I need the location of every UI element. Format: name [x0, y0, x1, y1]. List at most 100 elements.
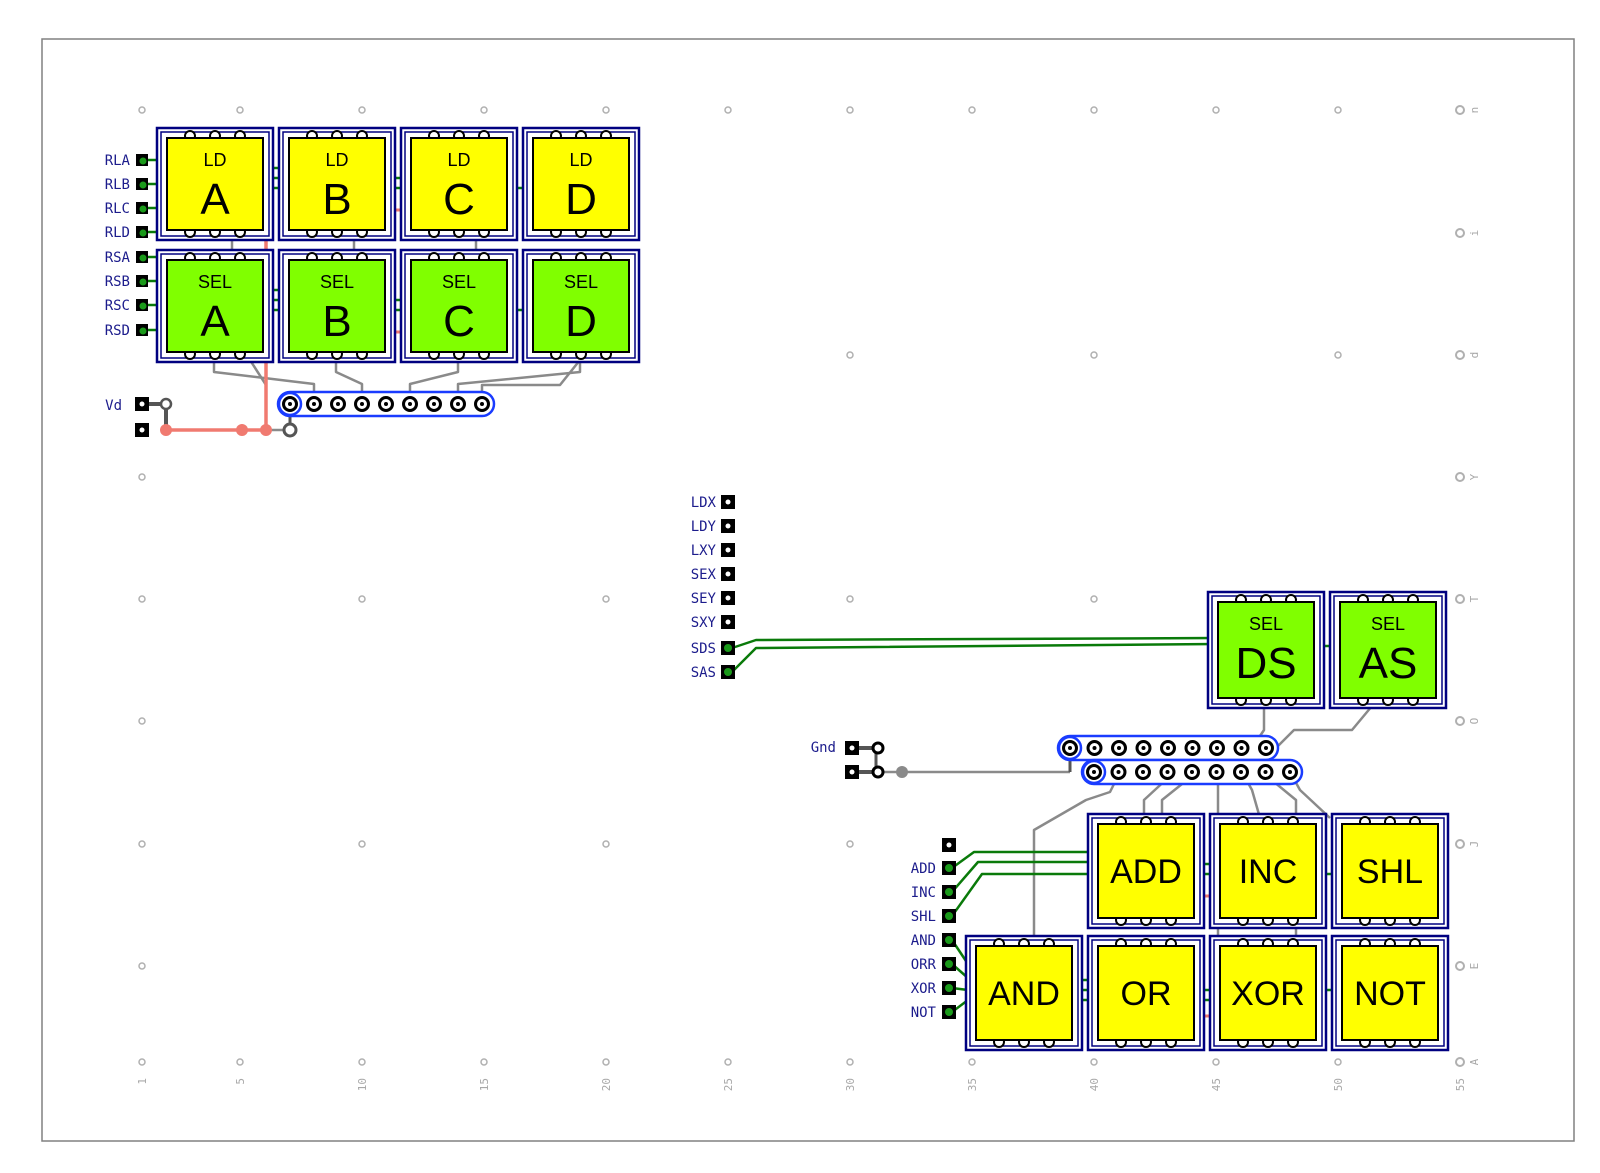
- bus-pin-center: [1116, 770, 1121, 774]
- register-output-wire: [408, 360, 460, 397]
- register-output-wire: [212, 360, 316, 397]
- row-label: i: [1468, 230, 1481, 237]
- bus-pin-center: [1068, 746, 1072, 750]
- alu-input-pad-dot: [945, 1008, 953, 1016]
- bus-pin-center: [1190, 770, 1194, 774]
- module-top-label: LD: [325, 150, 348, 170]
- module-body: [1339, 601, 1437, 699]
- bus-pin-center: [1288, 770, 1292, 774]
- input-label-rlc: RLC: [105, 201, 130, 217]
- grid-dot: [480, 106, 488, 114]
- bus-pin-center: [1141, 746, 1146, 750]
- grid-dot: [138, 962, 146, 970]
- select-output-wire: [1275, 705, 1373, 749]
- control-pad-dot: [724, 668, 732, 676]
- ground-pad-dot: [849, 769, 855, 775]
- power-pad-dot: [139, 427, 145, 433]
- input-label-rsb: RSB: [105, 274, 130, 290]
- alu-module-shl: SHL: [1330, 812, 1450, 930]
- alu-module-and: AND: [964, 934, 1084, 1052]
- module-top-label: LD: [447, 150, 470, 170]
- alu-input-label-shl: SHL: [911, 909, 936, 925]
- alu-input-wire: [951, 850, 1098, 870]
- bus-pin-center: [1117, 746, 1121, 750]
- module-body: [532, 137, 630, 231]
- grid-dot: [138, 840, 146, 848]
- control-label-sex: SEX: [691, 567, 717, 583]
- grid-dot: [358, 106, 366, 114]
- input-pad-dot: [139, 327, 147, 335]
- grid-dot: [138, 1058, 146, 1066]
- load-module-a: LDA: [155, 126, 275, 242]
- input-label-rsd: RSD: [105, 323, 130, 339]
- column-label: 10: [356, 1078, 369, 1091]
- bus-pin-center: [1239, 770, 1243, 774]
- module-top-label: LD: [203, 150, 226, 170]
- module-top-label: SEL: [1371, 614, 1405, 634]
- bus-pin-center: [1141, 770, 1145, 774]
- input-pad-dot: [139, 278, 147, 286]
- module-body: [1097, 945, 1195, 1041]
- bus-pin-center: [480, 402, 484, 406]
- grid-dot: [846, 106, 854, 114]
- grid-dot: [1334, 351, 1342, 359]
- grid-dot: [846, 351, 854, 359]
- control-label-sas: SAS: [691, 665, 716, 681]
- via: [159, 397, 173, 411]
- control-label-lxy: LXY: [691, 543, 717, 559]
- column-label: 30: [844, 1078, 857, 1091]
- module-name: ADD: [1110, 853, 1182, 891]
- row-label: n: [1468, 107, 1481, 114]
- alu-input-label-xor: XOR: [911, 981, 937, 997]
- module-top-label: SEL: [564, 272, 598, 292]
- via: [236, 424, 248, 436]
- module-body: [1341, 945, 1439, 1041]
- bus-pin-center: [288, 402, 292, 406]
- grid-dot: [138, 106, 146, 114]
- input-label-rsa: RSA: [105, 250, 131, 266]
- grid-dot: [724, 106, 732, 114]
- bus-pin-center: [1190, 746, 1195, 750]
- control-pad-dot: [725, 547, 731, 553]
- module-body: [288, 259, 386, 353]
- alu-bus-wire: [1032, 771, 1122, 940]
- via: [282, 422, 298, 438]
- module-name: D: [565, 175, 597, 224]
- module-body: [166, 259, 264, 353]
- grid-dot: [846, 595, 854, 603]
- bus-pin-center: [312, 402, 316, 406]
- bus-pin-center: [1166, 746, 1170, 750]
- module-top-label: SEL: [1249, 614, 1283, 634]
- module-top-label: SEL: [442, 272, 476, 292]
- module-body: [166, 137, 264, 231]
- column-label: 1: [136, 1078, 149, 1085]
- column-label: 35: [966, 1078, 979, 1091]
- module-name: SHL: [1357, 853, 1423, 891]
- control-pad-dot: [725, 499, 731, 505]
- grid-dot: [602, 1058, 610, 1066]
- control-label-ldy: LDY: [691, 519, 717, 535]
- row-label: O: [1468, 718, 1481, 725]
- grid-dot: [1455, 472, 1465, 482]
- column-label: 25: [722, 1078, 735, 1091]
- alu-input-label-and: AND: [911, 933, 936, 949]
- buses: [276, 390, 1304, 786]
- row-label: d: [1468, 352, 1481, 359]
- grid-dot: [1455, 105, 1465, 115]
- register-output-wire: [456, 360, 582, 397]
- input-pad-dot: [139, 254, 147, 262]
- input-pad-dot: [139, 181, 147, 189]
- module-body: [1217, 601, 1315, 699]
- row-label: J: [1468, 841, 1481, 848]
- control-pad-dot: [725, 595, 731, 601]
- module-name: C: [443, 297, 475, 346]
- grid-dot: [358, 595, 366, 603]
- grid-dot: [1212, 1058, 1220, 1066]
- grid-dot: [1334, 106, 1342, 114]
- grid-dot: [1212, 106, 1220, 114]
